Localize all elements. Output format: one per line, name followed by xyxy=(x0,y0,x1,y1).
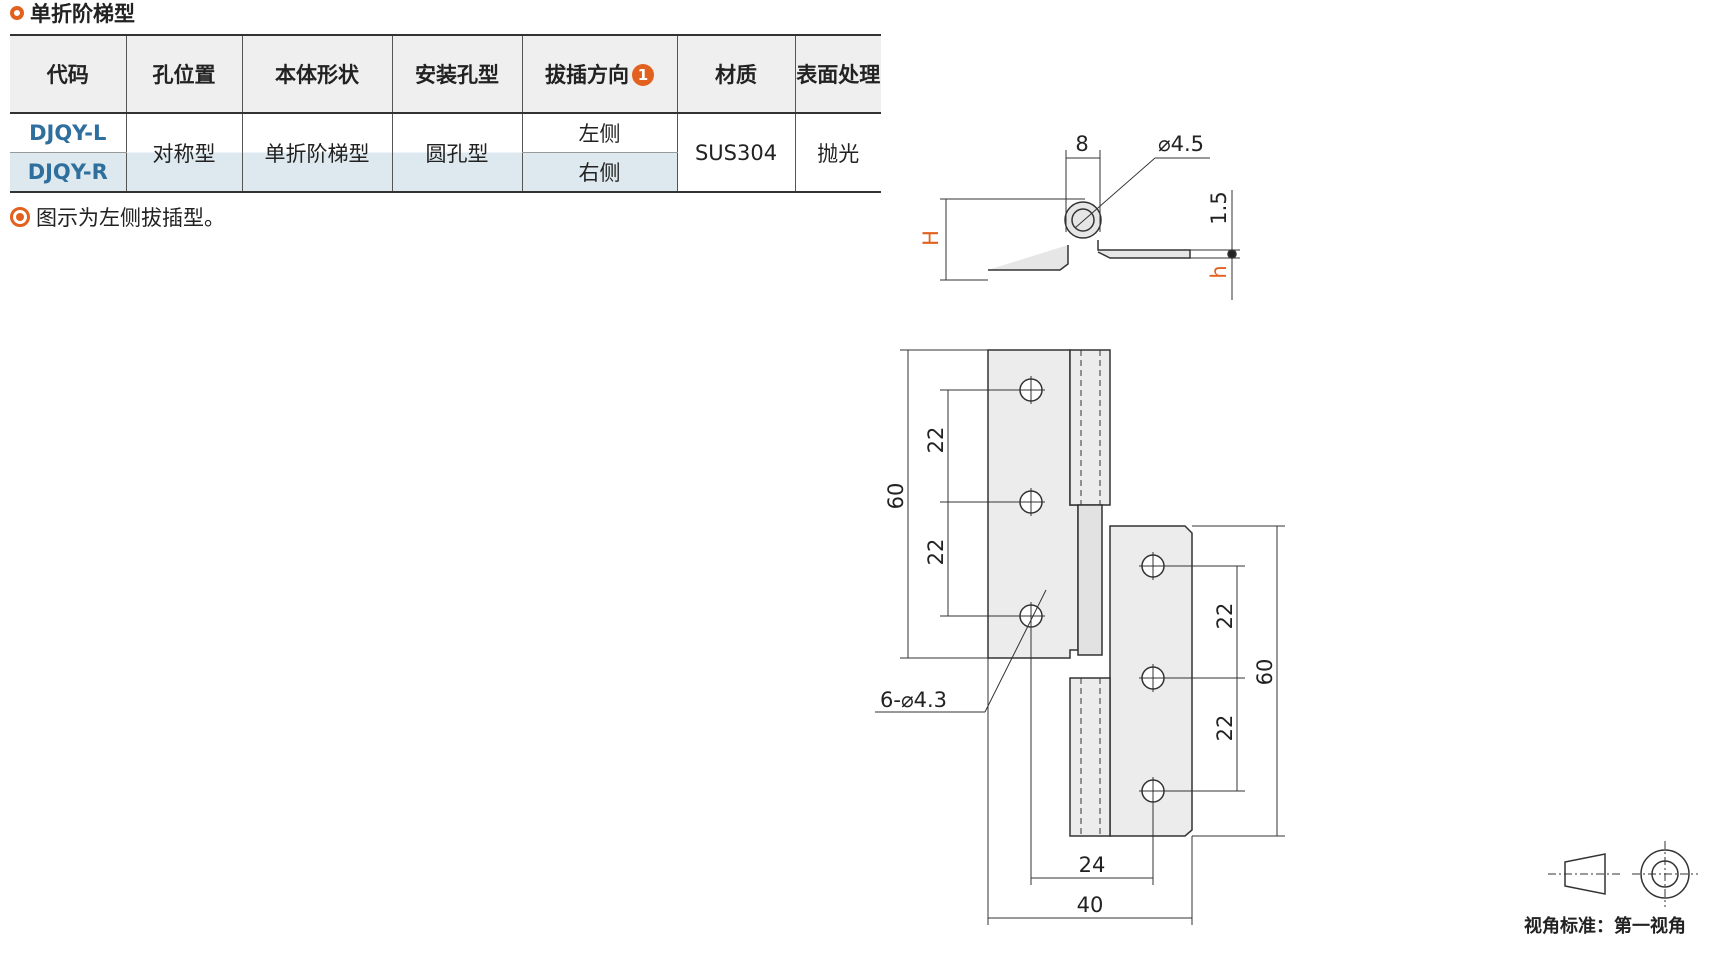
right-knuckle xyxy=(1069,677,1111,837)
hole-type-cell: 圆孔型 xyxy=(391,113,522,193)
hole-position-cell: 对称型 xyxy=(125,113,242,193)
view-standard-label: 视角标准：第一视角 xyxy=(1524,916,1686,937)
dim-left-pitch-2: 22 xyxy=(924,539,948,566)
code-cell: DJQY-L xyxy=(10,113,126,153)
dim-left-height: 60 xyxy=(884,483,908,510)
code-cell: DJQY-R xyxy=(10,152,126,192)
front-dimension-lines xyxy=(875,349,1285,925)
section-title-text: 单折阶梯型 xyxy=(30,2,135,26)
direction-cell: 右侧 xyxy=(521,152,677,192)
figure-note: 图示为左侧拔插型。 xyxy=(10,204,225,230)
dim-hole-callout: 6-⌀4.3 xyxy=(880,688,947,712)
dim-side-thickness: 1.5 xyxy=(1207,191,1231,224)
target-bullet-icon xyxy=(10,207,30,227)
side-view xyxy=(940,150,1240,300)
dim-right-height: 60 xyxy=(1253,659,1277,686)
hidden-lines xyxy=(1080,350,1101,836)
front-view xyxy=(875,349,1285,925)
figure-note-text: 图示为左侧拔插型。 xyxy=(36,206,225,230)
table-row: DJQY-L 对称型 单折阶梯型 圆孔型 左侧 SUS304 抛光 xyxy=(10,113,881,193)
body-shape-cell: 单折阶梯型 xyxy=(241,113,392,193)
left-knuckle xyxy=(1069,349,1111,506)
header-surface: 表面处理 xyxy=(794,35,881,114)
dim-side-diameter: ⌀4.5 xyxy=(1158,132,1204,156)
dim-right-pitch-2: 22 xyxy=(1213,715,1237,742)
leader-line xyxy=(1074,157,1156,229)
dim-left-pitch-1: 22 xyxy=(924,427,948,454)
dimension-dot xyxy=(1227,249,1237,259)
material-cell: SUS304 xyxy=(676,113,795,193)
dim-total-width: 40 xyxy=(1077,893,1104,917)
header-hole-position: 孔位置 xyxy=(125,35,242,114)
center-marks xyxy=(1017,376,1167,805)
section-title: 单折阶梯型 xyxy=(10,0,135,26)
header-body-shape: 本体形状 xyxy=(241,35,392,114)
direction-cell: 左侧 xyxy=(521,113,677,153)
dim-side-H: H xyxy=(919,230,943,246)
side-view-plates xyxy=(988,240,1191,271)
dim-side-h: h xyxy=(1207,265,1231,278)
first-angle-projection-icon xyxy=(1548,841,1698,907)
note-badge-icon: 1 xyxy=(632,64,654,86)
side-view-pin-hole xyxy=(1071,208,1095,232)
header-hole-type: 安装孔型 xyxy=(391,35,522,114)
header-material: 材质 xyxy=(676,35,795,114)
pin xyxy=(1077,504,1103,656)
table-row: DJQY-R 右侧 xyxy=(10,152,881,192)
ring-bullet-icon xyxy=(10,6,24,20)
dim-side-width: 8 xyxy=(1075,132,1088,156)
header-direction-text: 拔插方向 xyxy=(545,63,629,87)
header-code: 代码 xyxy=(10,35,126,114)
dim-hole-span: 24 xyxy=(1079,853,1106,877)
dim-right-pitch-1: 22 xyxy=(1213,603,1237,630)
surface-cell: 抛光 xyxy=(794,113,881,193)
side-view-knuckle xyxy=(1064,201,1102,239)
